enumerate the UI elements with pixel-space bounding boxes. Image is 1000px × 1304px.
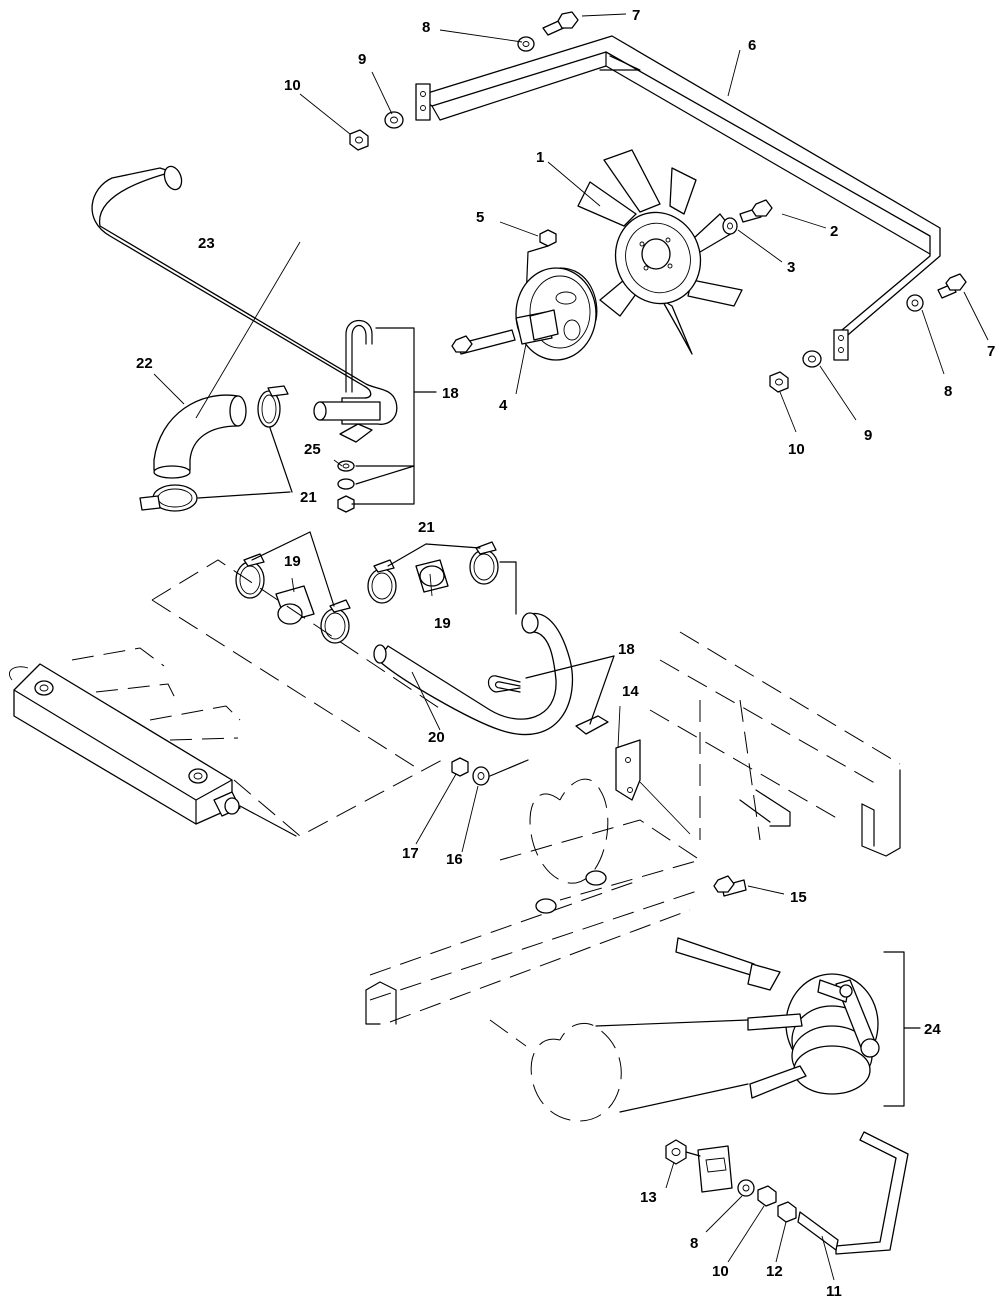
leader-lines — [153, 13, 989, 1281]
callout-21-middle: 21 — [418, 519, 435, 536]
retainer-clip-18-lower — [487, 655, 615, 735]
callout-2: 2 — [830, 223, 838, 240]
callout-22: 22 — [136, 355, 153, 372]
callout-16: 16 — [446, 851, 463, 868]
fan-hub-hardware — [525, 199, 773, 301]
engine-block-dashed — [365, 778, 702, 1047]
callout-3: 3 — [787, 259, 795, 276]
callout-19-left: 19 — [284, 553, 301, 570]
callout-10-bottom: 10 — [712, 1263, 729, 1280]
hose-22 — [153, 394, 247, 479]
fan-assembly — [577, 149, 743, 355]
bracket-hardware-right — [769, 273, 967, 393]
callout-18-lower: 18 — [618, 641, 635, 658]
callout-11: 11 — [826, 1283, 842, 1300]
tensioner-assembly-24 — [530, 937, 921, 1122]
callout-1: 1 — [536, 149, 544, 166]
callout-15: 15 — [790, 889, 807, 906]
callout-6: 6 — [748, 37, 756, 54]
callout-19-right: 19 — [434, 615, 451, 632]
engine-frame-right — [649, 631, 901, 857]
callout-24: 24 — [924, 1021, 941, 1038]
clamps-and-couplers-middle — [235, 531, 499, 644]
callout-23: 23 — [198, 235, 215, 252]
callout-4: 4 — [499, 397, 508, 414]
callout-7-top: 7 — [632, 7, 640, 24]
callout-labels: 1 2 3 4 5 6 7 7 8 8 8 9 9 10 10 10 11 12… — [136, 7, 995, 1300]
callout-10-right: 10 — [788, 441, 805, 458]
radiator-frame-left — [8, 559, 443, 837]
nut-washer-16-17 — [451, 757, 529, 786]
callout-25: 25 — [304, 441, 321, 458]
callout-5: 5 — [476, 209, 484, 226]
hose-clamps-21-upper — [139, 385, 293, 512]
callout-10-top: 10 — [284, 77, 301, 94]
bracket-14 — [615, 739, 747, 897]
bracket-hardware-left — [349, 11, 579, 151]
callout-21-upper: 21 — [300, 489, 317, 506]
hose-23 — [91, 165, 398, 425]
callout-18-top: 18 — [442, 385, 459, 402]
callout-20: 20 — [428, 729, 445, 746]
callout-17: 17 — [402, 845, 419, 862]
callout-12: 12 — [766, 1263, 783, 1280]
callout-8-bottom: 8 — [690, 1235, 698, 1252]
callout-8-top: 8 — [422, 19, 430, 36]
pulley-hub — [451, 267, 598, 361]
hose-20 — [373, 561, 574, 736]
lower-hardware — [665, 1131, 909, 1255]
callout-9-top: 9 — [358, 51, 366, 68]
callout-9-right: 9 — [864, 427, 872, 444]
callout-8-right: 8 — [944, 383, 952, 400]
retainer-clip-18-top — [337, 319, 437, 513]
fan-guard-bracket — [415, 35, 941, 361]
callout-14: 14 — [622, 683, 639, 700]
callout-7-right: 7 — [987, 343, 995, 360]
callout-13: 13 — [640, 1189, 657, 1206]
